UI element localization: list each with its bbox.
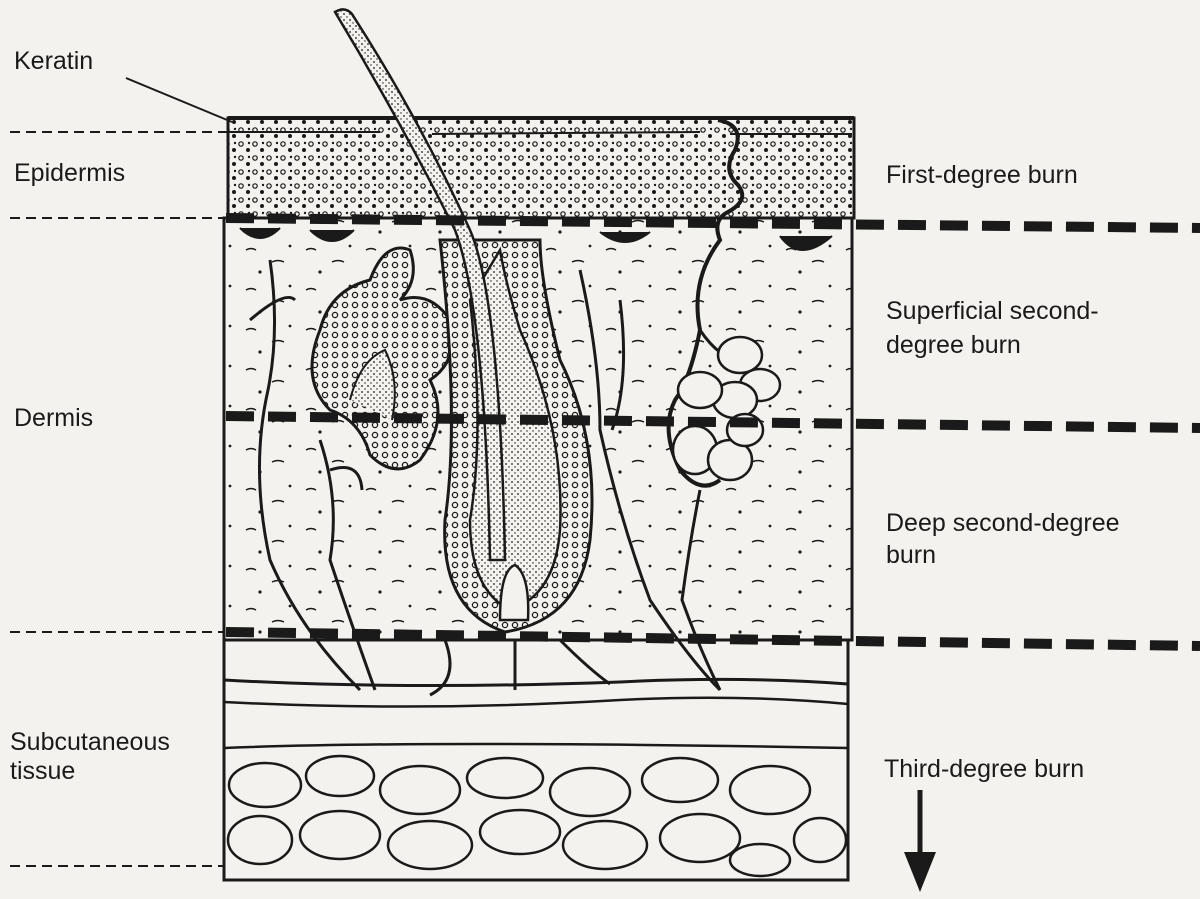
subcutaneous-label-line2: tissue [10,756,75,786]
keratin-label: Keratin [14,46,93,76]
subcutaneous-label-line1: Subcutaneous [10,727,170,757]
arrow-down-icon [904,790,936,892]
keratin-leader-line [126,78,232,122]
third-degree-burn-label: Third-degree burn [884,754,1084,784]
deep-second-degree-label-line2: burn [886,540,936,570]
superficial-second-degree-label-line1: Superficial second- [886,296,1099,326]
deep-second-degree-label-line1: Deep second-degree [886,508,1120,538]
epidermis-label: Epidermis [14,158,125,188]
first-degree-burn-label: First-degree burn [886,160,1078,190]
dermis-label: Dermis [14,403,93,433]
superficial-second-degree-label-line2: degree burn [886,330,1021,360]
